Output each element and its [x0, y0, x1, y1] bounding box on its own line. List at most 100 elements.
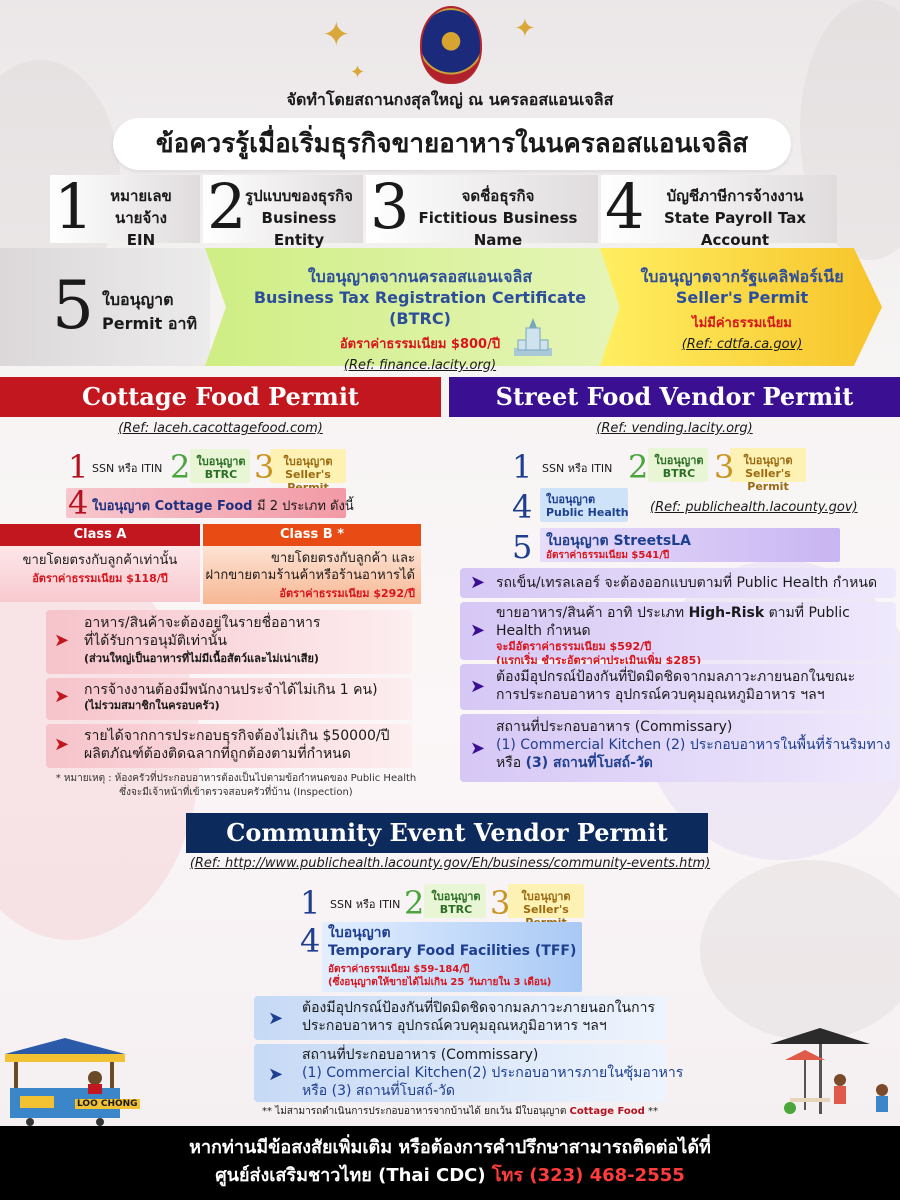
- step-number: 3: [370, 170, 410, 243]
- arrow-right-icon: ➤: [470, 676, 486, 697]
- street-item-1-number: 1: [512, 448, 533, 486]
- class-b-desc: ฝากขายตามร้านค้าหรือร้านอาหารได้: [205, 568, 415, 583]
- step-number: 5: [52, 267, 94, 344]
- city-permit-title: ใบอนุญาตจากนครลอสแอนเจลิส: [307, 267, 533, 286]
- street-item-5-fee: อัตราค่าธรรมเนียม $541/ปี: [546, 550, 670, 561]
- street-item-5: ใบอนุญาต StreetsLA: [546, 533, 691, 549]
- street-bullet-text: รถเข็น/เทรลเลอร์ จะต้องออกแบบตามที่ Publ…: [496, 575, 878, 591]
- cottage-item-2-number: 2: [170, 448, 191, 486]
- chip-bg: [508, 884, 584, 918]
- street-item-4-ref-link[interactable]: (Ref: publichealth.lacounty.gov): [650, 500, 858, 515]
- step-5-band: [0, 248, 210, 366]
- community-item-1-number: 1: [300, 884, 321, 922]
- city-permit-subtitle: Business Tax Registration Certificate (B…: [253, 288, 587, 328]
- phone-number[interactable]: โทร (323) 468-2555: [491, 1165, 685, 1186]
- street-item-5-number: 5: [512, 528, 533, 566]
- class-a-desc: ขายโดยตรงกับลูกค้าเท่านั้น: [22, 553, 178, 568]
- arrow-right-icon: ➤: [470, 620, 486, 641]
- class-a-box: ขายโดยตรงกับลูกค้าเท่านั้น อัตราค่าธรรมเ…: [0, 546, 200, 602]
- city-permit-fee: อัตราค่าธรรมเนียม $800/ปี: [339, 337, 501, 352]
- community-bullet: [254, 1044, 666, 1102]
- cottage-ref-link[interactable]: (Ref: laceh.cacottagefood.com): [118, 421, 323, 436]
- arrow-right-icon: ➤: [54, 686, 70, 707]
- chip-bg: [424, 884, 486, 918]
- community-item-4-number: 4: [300, 922, 321, 960]
- community-bullet-text: สถานที่ประกอบอาหาร (Commissary) (1) Comm…: [302, 1047, 684, 1099]
- cottage-bullet-text: รายได้จากการประกอบธุรกิจต้องไม่เกิน $500…: [84, 728, 390, 762]
- community-item-1: SSN หรือ ITIN: [330, 898, 401, 911]
- class-b-label: Class B *: [203, 524, 421, 546]
- community-bullet-text: ต้องมีอุปกรณ์ป้องกันที่ปิดมิดชิดจากมลภาว…: [302, 1000, 655, 1034]
- cottage-bullet: [46, 724, 412, 768]
- state-permit-title: ใบอนุญาตจากรัฐแคลิฟอร์เนีย: [640, 267, 844, 286]
- chip-bg: [648, 448, 708, 482]
- state-permit: ใบอนุญาตจากรัฐแคลิฟอร์เนีย Seller's Perm…: [622, 266, 862, 352]
- chip-bg: [322, 922, 582, 992]
- cottage-bullet-text: การจ้างงานต้องมีพนักงานประจำได้ไม่เกิน 1…: [84, 682, 378, 712]
- footer-line: หากท่านมีข้อสงสัยเพิ่มเติม หรือต้องการคำ…: [189, 1137, 711, 1158]
- city-permit-ref-link[interactable]: (Ref: finance.lacity.org): [343, 358, 497, 373]
- sparkle-icon: ✦: [322, 15, 351, 55]
- city-hall-icon: [514, 318, 552, 356]
- community-item-2-number: 2: [404, 884, 425, 922]
- chip-bg: [540, 528, 840, 562]
- cottage-item-3-number: 3: [254, 448, 275, 486]
- chip-bg: [66, 488, 346, 518]
- arrow-right-icon: ➤: [268, 1064, 284, 1085]
- step-number: 1: [54, 170, 94, 243]
- cottage-item-4-number: 4: [68, 484, 89, 522]
- street-bullet: [460, 568, 896, 598]
- cottage-item-4: ใบอนุญาต Cottage Food มี 2 ประเภท ดังนี้: [92, 499, 354, 514]
- community-ref-link[interactable]: (Ref: http://www.publichealth.lacounty.g…: [189, 856, 711, 871]
- street-item-4-number: 4: [512, 488, 533, 526]
- cottage-bullet-text: อาหาร/สินค้าจะต้องอยู่ในรายชื่ออาหารที่ไ…: [84, 615, 321, 665]
- street-bullet: [460, 714, 896, 782]
- chip-bg: [730, 448, 806, 482]
- class-b-desc: ขายโดยตรงกับลูกค้า และ: [270, 551, 415, 566]
- street-bullet: [460, 664, 896, 710]
- page-title: ข้อควรรู้เมื่อเริ่มธุรกิจขายอาหารในนครลอ…: [113, 118, 791, 170]
- street-bullet-text: ขายอาหาร/สินค้า อาทิ ประเภท High-Risk ตา…: [496, 605, 850, 667]
- sparkle-icon: ✦: [350, 62, 366, 83]
- cottage-item-1: SSN หรือ ITIN: [92, 462, 163, 475]
- stall-sign: LOO CHONG: [75, 1099, 140, 1109]
- chip-bg: [270, 449, 346, 483]
- step-number: 4: [605, 170, 645, 243]
- state-permit-ref-link[interactable]: (Ref: cdtfa.ca.gov): [681, 337, 803, 352]
- arrow-right-icon: ➤: [54, 734, 70, 755]
- street-bullet: [460, 602, 896, 660]
- street-section-title: Street Food Vendor Permit: [449, 377, 900, 417]
- chip-bg: [190, 449, 250, 483]
- food-stall-illustration: [5, 1038, 125, 1126]
- arrow-right-icon: ➤: [470, 572, 486, 593]
- street-item-3-number: 3: [714, 448, 735, 486]
- class-a-fee: อัตราค่าธรรมเนียม $118/ปี: [32, 572, 168, 585]
- class-b-box: ขายโดยตรงกับลูกค้า และ ฝากขายตามร้านค้าห…: [203, 546, 421, 604]
- sparkle-icon: ✦: [514, 14, 536, 44]
- arrow-right-icon: ➤: [470, 738, 486, 759]
- community-section-title: Community Event Vendor Permit: [186, 813, 708, 853]
- cottage-bullet: [46, 610, 412, 674]
- community-footnote: ** ไม่สามารถดำเนินการประกอบอาหารจากบ้านไ…: [261, 1106, 658, 1117]
- street-bullet-text: สถานที่ประกอบอาหาร (Commissary) (1) Comm…: [496, 719, 891, 771]
- class-a-label: Class A: [0, 524, 200, 546]
- cottage-bullet: [46, 678, 412, 720]
- street-ref-link[interactable]: (Ref: vending.lacity.org): [596, 421, 753, 436]
- state-permit-band: [600, 248, 882, 366]
- community-item-3-number: 3: [490, 884, 511, 922]
- city-permit: ใบอนุญาตจากนครลอสแอนเจลิส Business Tax R…: [240, 266, 600, 373]
- street-item-2-number: 2: [628, 448, 649, 486]
- state-permit-fee: ไม่มีค่าธรรมเนียม: [692, 316, 792, 331]
